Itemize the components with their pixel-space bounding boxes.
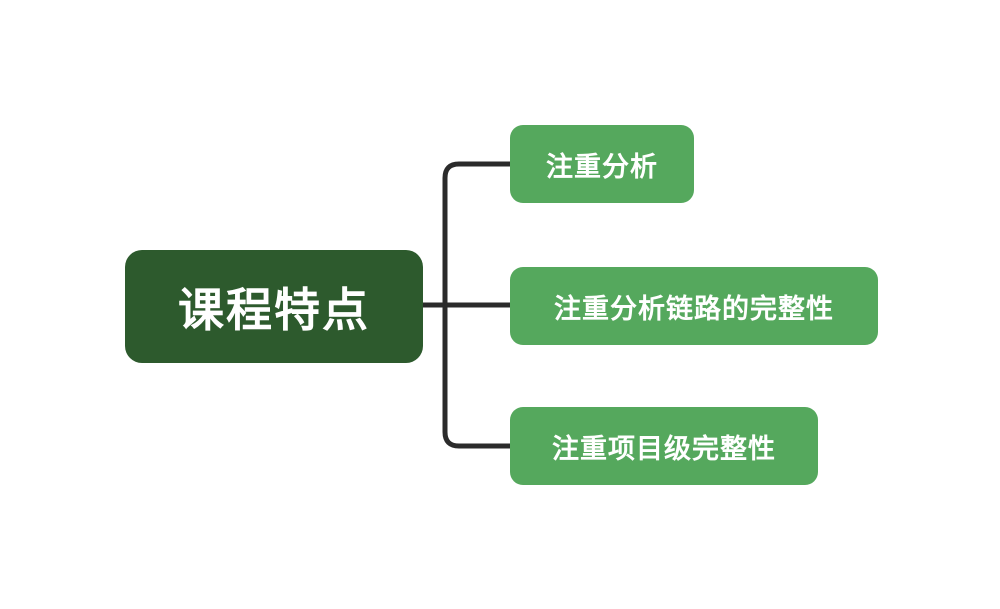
mindmap-child-node-3[interactable]: 注重项目级完整性 — [510, 407, 818, 485]
child-node-2-label: 注重分析链路的完整性 — [554, 293, 834, 325]
child-node-1-label: 注重分析 — [546, 151, 658, 183]
mindmap-root-node[interactable]: 课程特点 — [125, 250, 423, 363]
child-node-3-label: 注重项目级完整性 — [552, 433, 776, 465]
mindmap-child-node-1[interactable]: 注重分析 — [510, 125, 694, 203]
root-node-label: 课程特点 — [178, 282, 370, 337]
mindmap-child-node-2[interactable]: 注重分析链路的完整性 — [510, 267, 878, 345]
connector-branch-1 — [442, 161, 512, 305]
connector-branch-3 — [442, 305, 512, 449]
